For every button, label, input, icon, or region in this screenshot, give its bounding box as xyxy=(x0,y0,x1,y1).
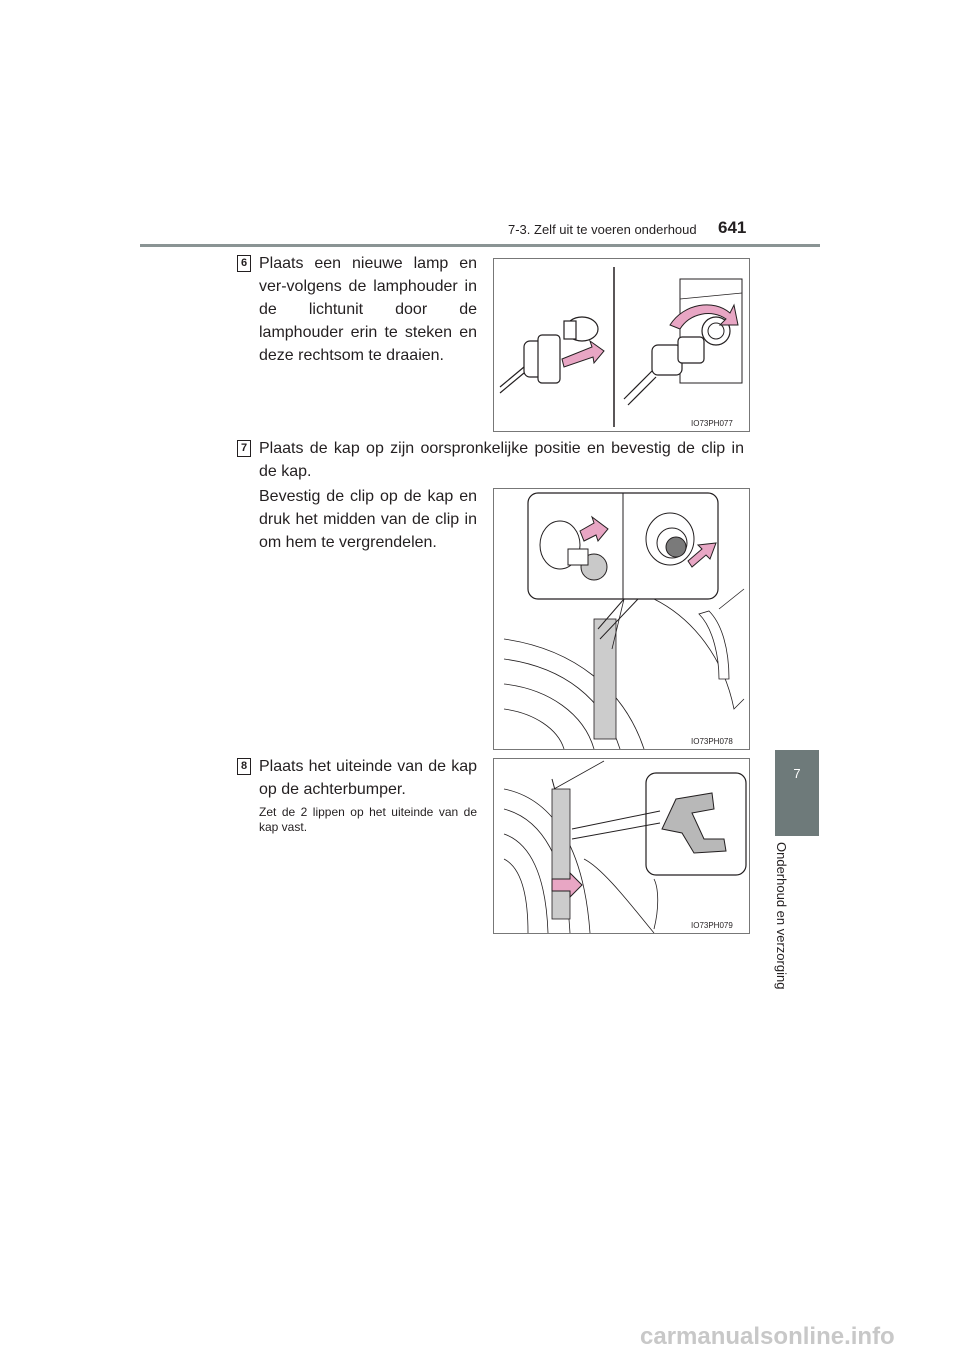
figure-code: IO73PH077 xyxy=(691,419,733,428)
watermark-logo: carmanualsonline.info xyxy=(640,1323,895,1350)
lamp-holder-illustration xyxy=(499,267,743,427)
header-divider xyxy=(140,244,820,247)
step-6-text: Plaats een nieuwe lamp en ver-volgens de… xyxy=(259,255,477,364)
figure-code: IO73PH078 xyxy=(691,737,733,746)
step-8-note: Zet de 2 lippen op het uiteinde van de k… xyxy=(259,805,477,834)
step-8-text: Plaats het uiteinde van de kap op de ach… xyxy=(259,758,477,798)
page-number: 641 xyxy=(718,218,747,237)
bumper-illustration xyxy=(503,760,747,933)
figure-clip: IO73PH078 xyxy=(493,488,750,750)
figure-lamp-holder: IO73PH077 xyxy=(493,258,750,432)
clip-illustration xyxy=(503,492,745,749)
figure-code: IO73PH079 xyxy=(691,921,733,930)
step-number-8: 8 xyxy=(237,758,251,775)
chapter-tab[interactable]: 7 xyxy=(775,750,819,836)
step-7-subtext: Bevestig de clip op de kap en druk het m… xyxy=(259,488,477,551)
section-title: 7-3. Zelf uit te voeren onderhoud xyxy=(508,222,697,237)
step-number-6: 6 xyxy=(237,255,251,272)
step-7-text: Plaats de kap op zijn oorspronkelijke po… xyxy=(259,440,744,480)
chapter-number: 7 xyxy=(793,766,801,781)
figure-bumper: IO73PH079 xyxy=(493,758,750,934)
step-number-7: 7 xyxy=(237,440,251,457)
